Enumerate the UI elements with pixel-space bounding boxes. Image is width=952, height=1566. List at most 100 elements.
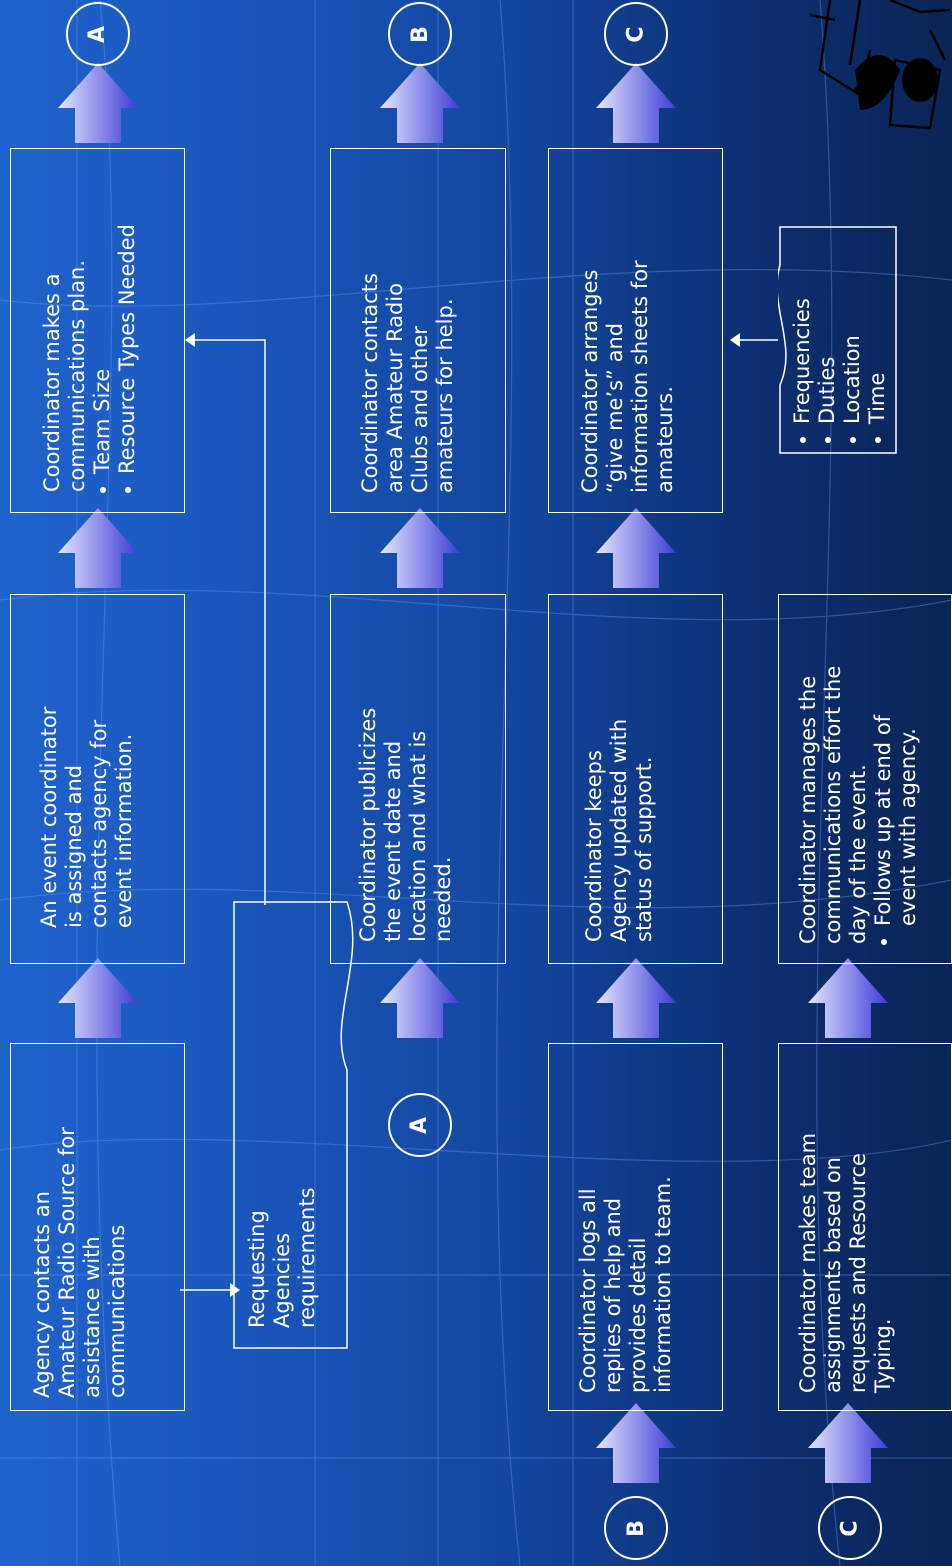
bullet-list: Team Size Resource Types Needed — [90, 157, 140, 492]
step-logs-replies-box — [548, 1043, 723, 1411]
text-line: amateurs for help. — [433, 298, 457, 493]
text-line: Coordinator logs all — [576, 1188, 600, 1393]
bullet-item: Time — [865, 222, 890, 424]
connector-lines — [180, 339, 778, 1291]
step-coordinator-assigned-text: An event coordinator is assigned and con… — [37, 628, 137, 928]
connector-label: A — [407, 1116, 433, 1134]
text-line: Coordinator makes a — [40, 273, 64, 492]
block-arrow-icon — [380, 508, 460, 588]
step-logs-replies-text: Coordinator logs all replies of help and… — [576, 1063, 676, 1393]
connector-label: B — [623, 1519, 649, 1537]
step-manages-effort-text: Coordinator manages the communications e… — [796, 599, 921, 944]
step-comm-plan-text: Coordinator makes a communications plan.… — [40, 157, 140, 492]
info-sheet-document-shape — [778, 226, 897, 454]
connector-c-in: C — [818, 1496, 882, 1560]
text-line: requests and Resource — [846, 1153, 870, 1393]
block-arrow-icon — [58, 63, 138, 143]
text-line: amateurs. — [653, 386, 677, 493]
bullet-item: Duties — [815, 222, 840, 424]
text-line: contacts agency for — [87, 719, 111, 928]
text-line: Amateur Radio Source for — [55, 1127, 79, 1398]
text-line: Agency contacts an — [30, 1191, 54, 1398]
block-arrow-icon — [596, 508, 676, 588]
arrowhead-icon — [185, 333, 195, 347]
bullet-text: Follows up at end of — [871, 714, 895, 926]
bullet-list: Frequencies Duties Location Time — [790, 222, 890, 442]
text-line: is assigned and — [62, 764, 86, 928]
text-line: assistance with — [80, 1236, 104, 1398]
connector-label: C — [837, 1519, 863, 1537]
connector-label: B — [407, 25, 433, 43]
bullet-item: Follows up at end of event with agency. — [871, 599, 921, 926]
text-line: communications effort the — [821, 665, 845, 944]
step-comm-plan-box — [10, 148, 185, 513]
connector-a-in: A — [388, 1093, 452, 1157]
step-arranges-sheets-text: Coordinator arranges “give me’s” and inf… — [578, 173, 678, 493]
bullet-text: event with agency. — [896, 728, 920, 926]
step-coordinator-assigned-box — [10, 594, 185, 964]
block-arrow-icon — [380, 63, 460, 143]
step-publicizes-text: Coordinator publicizes the event date an… — [356, 612, 456, 942]
text-line: assignments based on — [821, 1157, 845, 1393]
bullet-item: Resource Types Needed — [115, 157, 140, 474]
connector-label: A — [85, 25, 111, 43]
text-line: information to team. — [651, 1176, 675, 1393]
step-contacts-clubs-text: Coordinator contacts area Amateur Radio … — [358, 173, 458, 493]
step-keeps-updated-text: Coordinator keeps Agency updated with st… — [582, 612, 657, 942]
info-sheet-document-text: Frequencies Duties Location Time — [790, 222, 890, 442]
text-line: Coordinator manages the — [796, 675, 820, 944]
block-arrow-icon — [596, 958, 676, 1038]
text-line: location and what is — [406, 730, 430, 942]
text-line: requirements — [295, 1187, 319, 1328]
radio-operator-clipart-icon — [809, 0, 951, 130]
connector-c-out: C — [604, 2, 668, 66]
step-contacts-clubs-box — [330, 148, 506, 513]
text-line: Clubs and other — [408, 326, 432, 493]
requirements-document-shape — [233, 901, 354, 1349]
block-arrow-icon — [58, 508, 138, 588]
text-line: Coordinator arranges — [578, 269, 602, 494]
text-line: Requesting — [245, 1210, 269, 1328]
text-line: Agencies — [270, 1232, 294, 1328]
step-agency-contacts-text: Agency contacts an Amateur Radio Source … — [30, 1053, 130, 1398]
text-line: needed. — [431, 856, 455, 942]
block-arrow-icon — [808, 1403, 888, 1483]
block-arrow-icon — [596, 63, 676, 143]
requirements-document-text: Requesting Agencies requirements — [245, 1128, 320, 1328]
bullet-item: Location — [840, 222, 865, 424]
text-line: Coordinator makes team — [796, 1132, 820, 1393]
text-line: “give me’s” and — [603, 322, 627, 493]
step-publicizes-box — [330, 594, 506, 964]
block-arrow-icon — [596, 1403, 676, 1483]
bullet-list: Follows up at end of event with agency. — [871, 599, 921, 944]
text-line: communications plan. — [65, 259, 89, 492]
arrowhead-icon — [230, 1283, 240, 1297]
arrowhead-icon — [730, 333, 740, 347]
connector-a-out: A — [66, 2, 130, 66]
text-line: area Amateur Radio — [383, 283, 407, 493]
connector-b-in: B — [604, 1496, 668, 1560]
block-arrow-icon — [808, 958, 888, 1038]
text-line: Coordinator keeps — [582, 750, 606, 942]
step-team-assignments-text: Coordinator makes team assignments based… — [796, 1053, 896, 1393]
bullet-item: Team Size — [90, 157, 115, 474]
connector-b-out: B — [388, 2, 452, 66]
text-line: event information. — [112, 733, 136, 928]
text-line: Coordinator publicizes — [356, 707, 380, 942]
step-arranges-sheets-box — [548, 148, 723, 513]
text-line: day of the event. — [846, 764, 870, 944]
bullet-item: Frequencies — [790, 222, 815, 424]
text-line: provides detail — [626, 1237, 650, 1393]
text-line: information sheets for — [628, 260, 652, 493]
text-line: replies of help and — [601, 1197, 625, 1393]
text-line: the event date and — [381, 740, 405, 942]
block-arrow-icon — [58, 958, 138, 1038]
step-keeps-updated-box — [548, 594, 723, 964]
text-line: status of support. — [632, 756, 656, 942]
text-line: An event coordinator — [37, 706, 61, 928]
connector-label: C — [623, 25, 649, 43]
text-line: communications — [105, 1224, 129, 1398]
